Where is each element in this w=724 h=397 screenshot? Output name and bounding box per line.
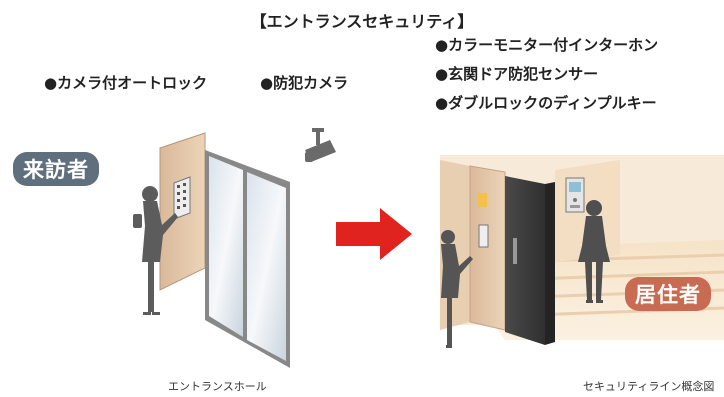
- arrow-right-icon: [336, 208, 412, 260]
- diagram-title: 【エントランスセキュリティ】: [250, 12, 474, 31]
- feature-camera-autolock: ●カメラ付オートロック: [44, 74, 208, 92]
- security-camera-icon: [305, 128, 336, 162]
- entrance-hall-caption: エントランスホール: [168, 380, 267, 393]
- front-door: [505, 176, 545, 345]
- intercom-monitor-icon: [565, 177, 585, 213]
- security-line-caption: セキュリティライン概念図: [583, 380, 715, 393]
- visitor-silhouette-right: [441, 230, 473, 348]
- visitor-silhouette: [133, 186, 178, 315]
- resident-badge: 居住者: [625, 277, 711, 311]
- feature-dimple-key: ●ダブルロックのディンプルキー: [435, 94, 657, 112]
- feature-security-camera: ●防犯カメラ: [260, 74, 349, 92]
- resident-silhouette: [578, 200, 610, 303]
- feature-door-sensor: ●玄関ドア防犯センサー: [435, 65, 599, 83]
- glass-door-right: [247, 172, 286, 361]
- glass-door-left: [209, 156, 243, 337]
- feature-color-monitor-intercom: ●カラーモニター付インターホン: [435, 36, 659, 54]
- keypad-icon: [173, 176, 191, 220]
- visitor-badge: 来訪者: [13, 152, 99, 186]
